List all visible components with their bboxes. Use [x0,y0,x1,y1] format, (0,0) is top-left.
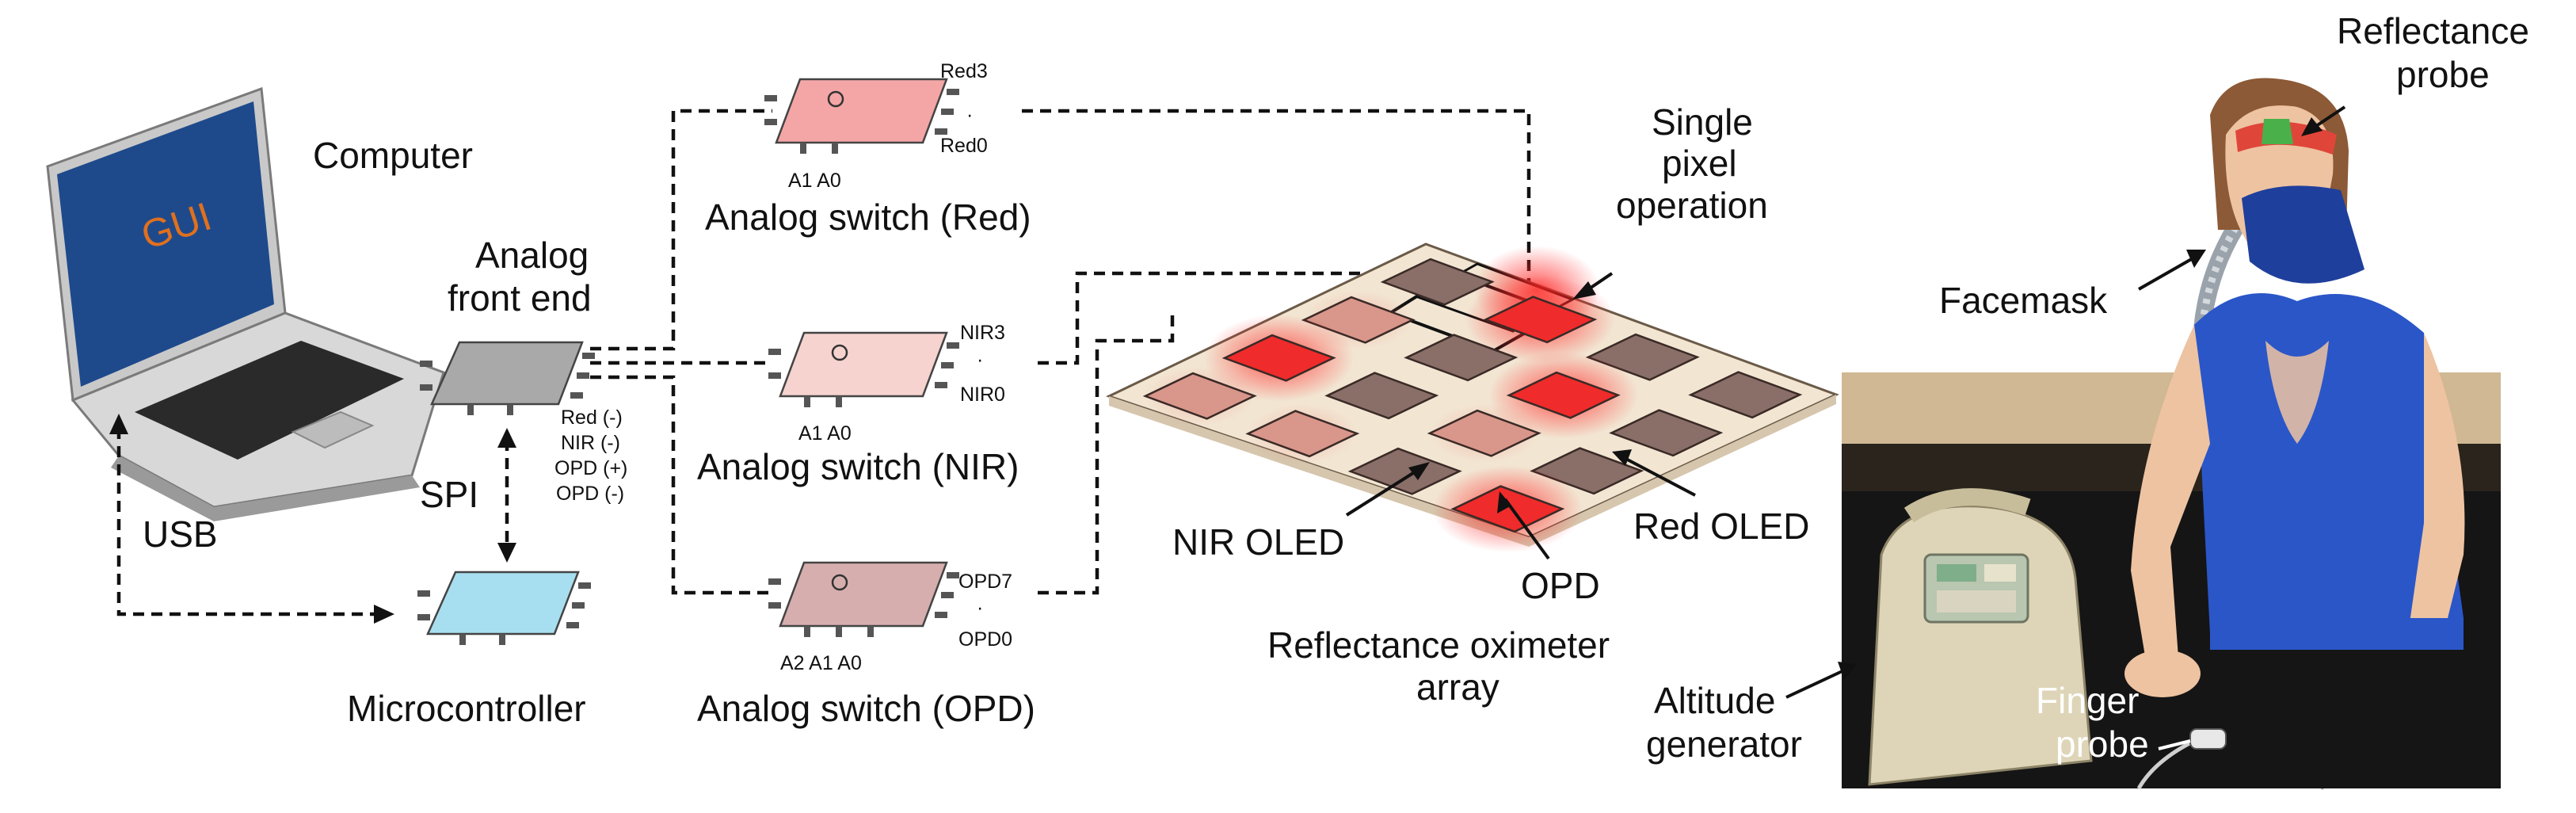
afe-label-line1: Analog [475,235,589,276]
wire-afe-to-opd-switch [590,375,772,595]
opd-pointer [1503,498,1550,560]
opd-pixel [1609,409,1724,457]
array-label-2: array [1416,666,1499,708]
opd-pin-top: OPD7 [958,571,1012,593]
computer-label: Computer [313,135,473,176]
red-oled-pixel [1506,371,1621,419]
spi-arrow-up-icon [497,428,516,448]
opd-arrow-icon [1497,491,1511,513]
opd-pin-dots: · [977,597,983,619]
nir-oled-arrow-icon [1408,462,1430,480]
analog-switch-red-chip [764,78,959,154]
altitude-label-1: Altitude [1654,680,1775,721]
single-pixel-label-3: operation [1616,185,1768,226]
single-pixel-arrow-icon [1572,281,1596,300]
red-pin-dots: · [966,104,973,126]
afe-pin-red: Red (-) [561,406,623,429]
laptop-computer [46,86,445,521]
facemask-pointer [2138,256,2195,291]
red-oled-pixel [1221,334,1336,382]
red-oled-pointer [1619,454,1696,497]
microcontroller-chip [417,571,591,645]
finger-probe-pointer [2158,739,2191,750]
nir-oled-pixel [1142,372,1257,420]
altitude-label-2: generator [1646,723,1802,765]
red-oled-pixel [1483,296,1598,344]
afe-label-line2: front end [448,277,592,319]
facemask [2242,185,2365,284]
finger-probe-label-1: Finger [2036,680,2139,721]
usb-connection [116,428,380,616]
wire-red-to-array [1022,109,1531,295]
analog-switch-nir-chip [768,331,959,407]
spi-label: SPI [420,474,478,515]
opd-pixel [1347,447,1462,495]
red-oled-label: Red OLED [1633,506,1809,547]
red-pin-top: Red3 [940,60,988,82]
single-pixel-label-2: pixel [1662,143,1737,184]
usb-arrow-up-icon [109,414,128,434]
touchpad [291,410,375,449]
nir-switch-address: A1 A0 [798,422,852,445]
microcontroller-label: Microcontroller [347,688,586,729]
usb-label: USB [143,513,218,555]
analog-switch-opd-chip [768,561,959,637]
usb-arrow-right-icon [374,605,394,624]
wire-afe-to-red-switch [590,109,772,351]
shirt [2194,293,2464,634]
keyboard [135,341,404,460]
array-label-1: Reflectance oximeter [1267,624,1610,666]
nir-oled-pixel [1427,409,1541,457]
opd-label: OPD [1521,565,1600,606]
opd-pin-bottom: OPD0 [958,628,1012,651]
laptop-screen [57,101,274,387]
single-pixel-label-1: Single [1652,101,1753,143]
opd-pixel [1530,447,1644,495]
opd-switch-address: A2 A1 A0 [780,652,862,674]
nir-pin-bottom: NIR0 [960,384,1005,406]
reflectance-probe-label-2: probe [2396,54,2490,95]
nir-pin-dots: · [977,349,983,371]
red-oled-arrow-icon [1612,449,1632,466]
wire-opd-to-array [1038,315,1175,595]
afe-pin-opd-plus: OPD (+) [554,457,627,479]
opd-pixel [1404,334,1519,382]
nir-oled-pixel [1301,296,1416,344]
altitude-arrow-icon [1838,662,1858,680]
left-arm [2131,325,2210,666]
facemask-label: Facemask [1939,280,2108,321]
opd-pixel [1585,333,1700,381]
nir-oled-label: NIR OLED [1172,521,1344,563]
switch-opd-label: Analog switch (OPD) [697,688,1035,729]
red-pin-bottom: Red0 [940,135,988,157]
reflectance-probe-label-1: Reflectance [2337,10,2529,52]
probe-arrow-icon [2301,117,2323,136]
afe-pin-nir: NIR (-) [561,432,620,454]
afe-pin-opd-minus: OPD (-) [556,483,624,505]
pixel-grid [1142,246,1803,553]
facemask-arrow-icon [2186,250,2206,268]
switch-red-label: Analog switch (Red) [705,197,1031,238]
wire-nir-to-array [1038,271,1378,365]
switch-nir-label: Analog switch (NIR) [697,446,1019,487]
subject-photo [1842,78,2501,791]
opd-pixel [1380,258,1495,306]
opd-pixel [1324,372,1439,420]
nir-pin-top: NIR3 [960,322,1005,344]
finger-probe-clip [2189,728,2227,750]
spi-arrow-down-icon [497,543,516,563]
right-arm [2408,333,2465,650]
left-hand [2124,650,2201,697]
analog-front-end-chip [420,341,595,415]
red-switch-address: A1 A0 [788,170,841,192]
opd-pixel [1688,371,1803,419]
nir-oled-pointer [1345,466,1423,517]
nir-oled-pixel [1245,410,1360,458]
altitude-pointer [1785,668,1846,699]
finger-probe-label-2: probe [2056,723,2149,765]
red-oled-pixel [1450,485,1565,533]
